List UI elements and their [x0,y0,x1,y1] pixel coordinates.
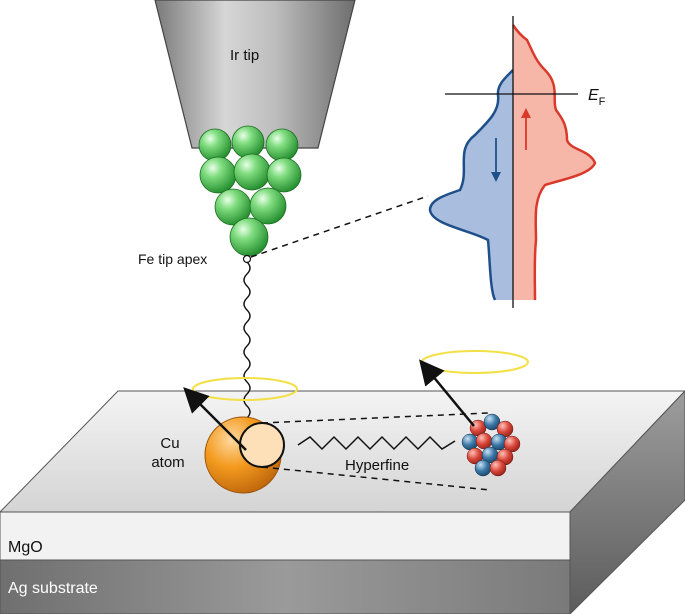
spin-up-arrow-icon [521,108,531,150]
fe-atom [198,128,232,162]
mgo-top-surface [0,390,685,513]
fermi-level-label: EF [588,87,606,108]
substrate-slab: MgO Ag substrate [0,390,685,614]
mgo-label: MgO [8,539,43,556]
spin-down-arrow-icon [491,138,501,182]
spin-down-dos-area [430,70,513,300]
ir-tip-body [154,0,356,149]
fe-atom [249,187,287,225]
fe-atom [266,157,302,193]
nucleus-icon [461,413,521,477]
tunneling-wavy-line [243,261,251,443]
fe-atom [233,153,271,191]
cu-atom: Cu atom [151,387,285,494]
cu-atom-label-line1: Cu [160,435,179,452]
ag-substrate-layer [0,559,571,614]
ir-tip-label: Ir tip [230,47,259,64]
fe-atom [231,125,265,159]
ir-tip: Ir tip [154,0,356,149]
spin-up-dos-line [511,24,597,301]
nuclear-spin-arrow-icon [419,359,475,427]
tip-apex-label: Fe tip apex [138,251,207,267]
fe-atom [265,128,299,162]
hyperfine-label: Hyperfine [345,457,409,474]
inset-dashed-line-top [261,412,489,424]
cu-atom-label-line2: atom [151,454,184,471]
apex-to-dos-dashed-line [250,195,429,258]
fe-atom-apex [229,217,269,257]
nucleus-precession-ring [421,350,529,374]
spin-up-dos-area [513,25,595,300]
ag-substrate-label: Ag substrate [8,580,98,597]
tip-apex-marker [242,254,252,264]
spin-dos-plot: EF [428,16,606,308]
hyperfine-coupling-zigzag [297,435,456,451]
inset-dashed-line-bottom [261,466,491,491]
mgo-layer [0,511,571,561]
spin-down-dos-line [428,69,514,301]
fe-atom-cluster [198,125,302,257]
cu-atom-inset [239,422,285,468]
fe-atom [199,156,237,194]
spin-vector-arrow-icon [183,387,247,451]
